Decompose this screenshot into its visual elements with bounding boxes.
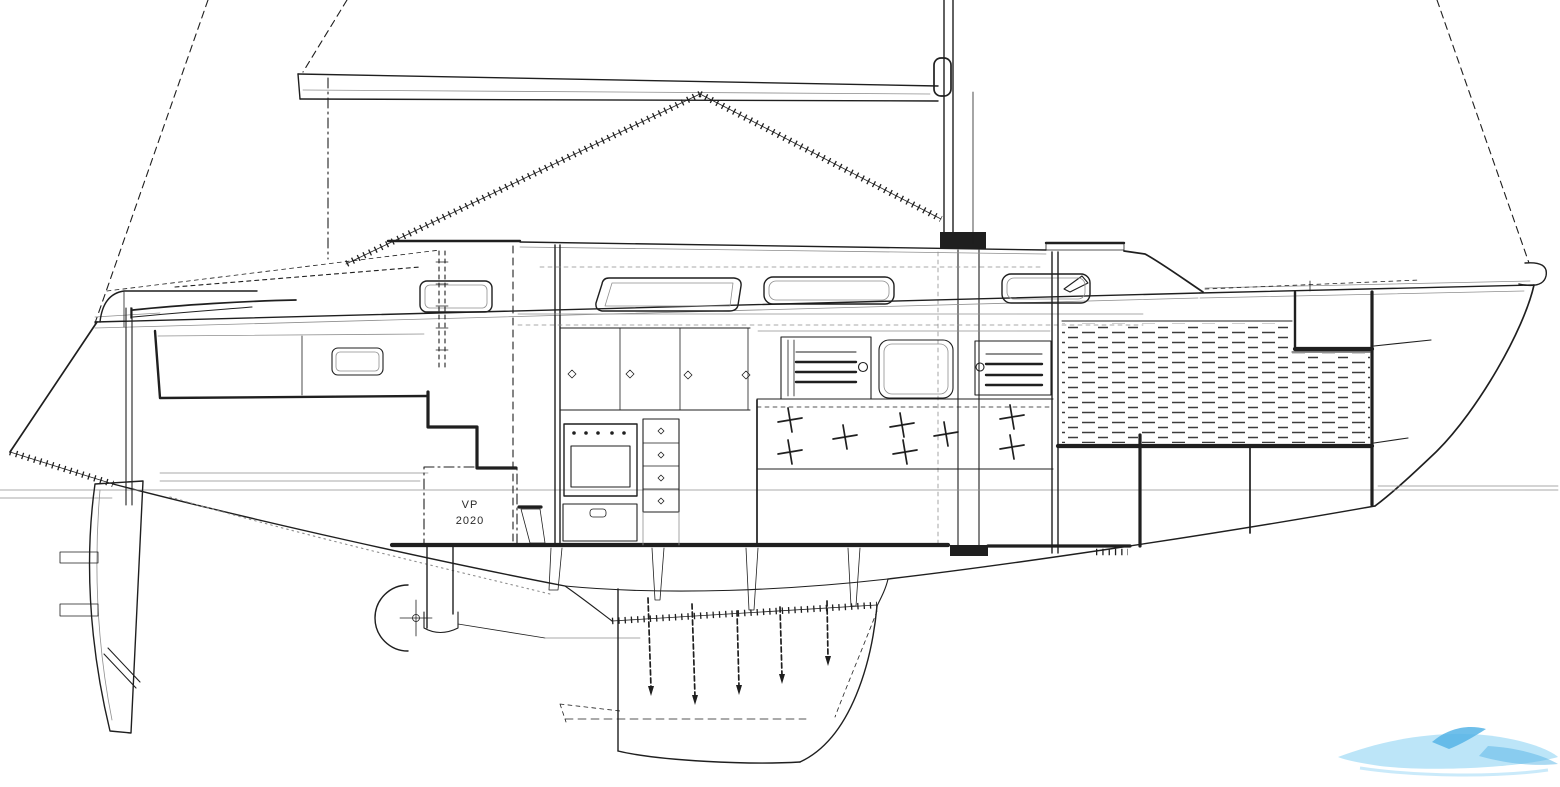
forepeak-shelves: [1373, 339, 1432, 444]
rudder-blade: [88, 480, 144, 734]
lifeline-aft: [106, 249, 441, 292]
rudder-gudgeon-lower: [59, 603, 99, 617]
engine-compartment: VP 2020: [423, 466, 546, 546]
drawer-stack: [642, 418, 680, 546]
louvered-locker-aft: [780, 336, 872, 400]
pushpit-rail: [99, 290, 258, 328]
galley-bulkhead: [554, 244, 561, 547]
transom: [9, 321, 98, 453]
hull-bottom-aft: [112, 483, 566, 587]
mast-compression-post: [957, 249, 980, 546]
cockpit-well: [153, 329, 430, 400]
hull-bottom-mid: [564, 578, 889, 592]
cabin-locker: [878, 339, 954, 399]
louvered-locker-fwd: [974, 340, 1052, 396]
lifeline-fwd: [1204, 279, 1421, 290]
keel-bolts: [647, 597, 831, 705]
rudder: [59, 307, 144, 734]
settee-berth: [756, 330, 1054, 546]
cockpit: [153, 250, 518, 482]
saildrive-propeller: [374, 546, 641, 652]
mast: [937, 0, 988, 556]
watermark-wave-logo: [1338, 726, 1558, 777]
stemhead-fitting: [1518, 262, 1548, 287]
v-berth-mattress-fwd: [1292, 353, 1370, 443]
sheerline: [94, 292, 1201, 323]
engine-box: [423, 466, 518, 546]
cockpit-coaming: [174, 266, 421, 288]
cushion-stitch-marks: [777, 404, 1025, 465]
watermark-tail: [1479, 746, 1558, 765]
floor-frames: [548, 547, 861, 611]
backstay-line: [94, 0, 209, 324]
engine-label-line1: VP: [462, 499, 479, 511]
gooseneck-fitting: [933, 57, 952, 97]
v-berth-mattress: [1062, 323, 1292, 443]
galley-lower-locker: [562, 503, 638, 542]
oven-door: [570, 445, 631, 488]
mast-partners-block: [940, 232, 986, 249]
rudder-strut: [103, 647, 141, 689]
propeller-arc: [374, 584, 409, 652]
companionway-steps: [426, 390, 518, 470]
cabin-window-1: [419, 280, 493, 313]
cockpit-locker-hatch: [331, 347, 384, 376]
shoal-keel-variant: [559, 610, 878, 723]
engine-label-line2: 2020: [456, 515, 484, 527]
hull-outline: [0, 249, 1559, 595]
fin-keel: [548, 547, 889, 764]
transom-bottom-edge: [9, 448, 114, 488]
interior: [389, 244, 1144, 556]
forestay-line: [1436, 0, 1530, 264]
mast-step-block: [950, 545, 988, 556]
propeller-hub: [412, 614, 420, 622]
watermark-fin: [1432, 726, 1486, 749]
mainsheet-tackle: [344, 91, 702, 267]
stove-oven: [563, 423, 638, 497]
anchor-locker-shelf: [1292, 290, 1375, 352]
rudder-gudgeon-upper: [59, 551, 99, 564]
boom: [297, 73, 939, 102]
sliding-hatch: [1044, 241, 1126, 252]
hull-bottom-fwd: [887, 505, 1376, 580]
coachroof: [174, 239, 1204, 313]
bow-stem: [1374, 284, 1535, 507]
cabin-window-2: [595, 277, 742, 312]
engine-bed: [520, 508, 546, 544]
rig: [94, 0, 1548, 556]
v-berth: [1055, 290, 1432, 548]
tiller: [130, 299, 297, 319]
main-bulkhead: [1051, 251, 1059, 554]
companionway-ladder: [435, 250, 449, 369]
mainsail-leech-line: [302, 0, 348, 73]
cabin-window-3: [763, 276, 895, 305]
keel-root-joint: [611, 601, 878, 625]
saildrive-leg: [426, 546, 454, 629]
cabin-window-4: [1001, 273, 1091, 304]
boom-vang-tackle: [698, 91, 943, 222]
coachroof-front-slope: [1123, 250, 1204, 293]
rudder-stock: [125, 307, 133, 506]
galley-upper-lockers: [559, 327, 751, 411]
foredeck: [1199, 284, 1535, 294]
foredeck-vent: [1063, 275, 1089, 293]
